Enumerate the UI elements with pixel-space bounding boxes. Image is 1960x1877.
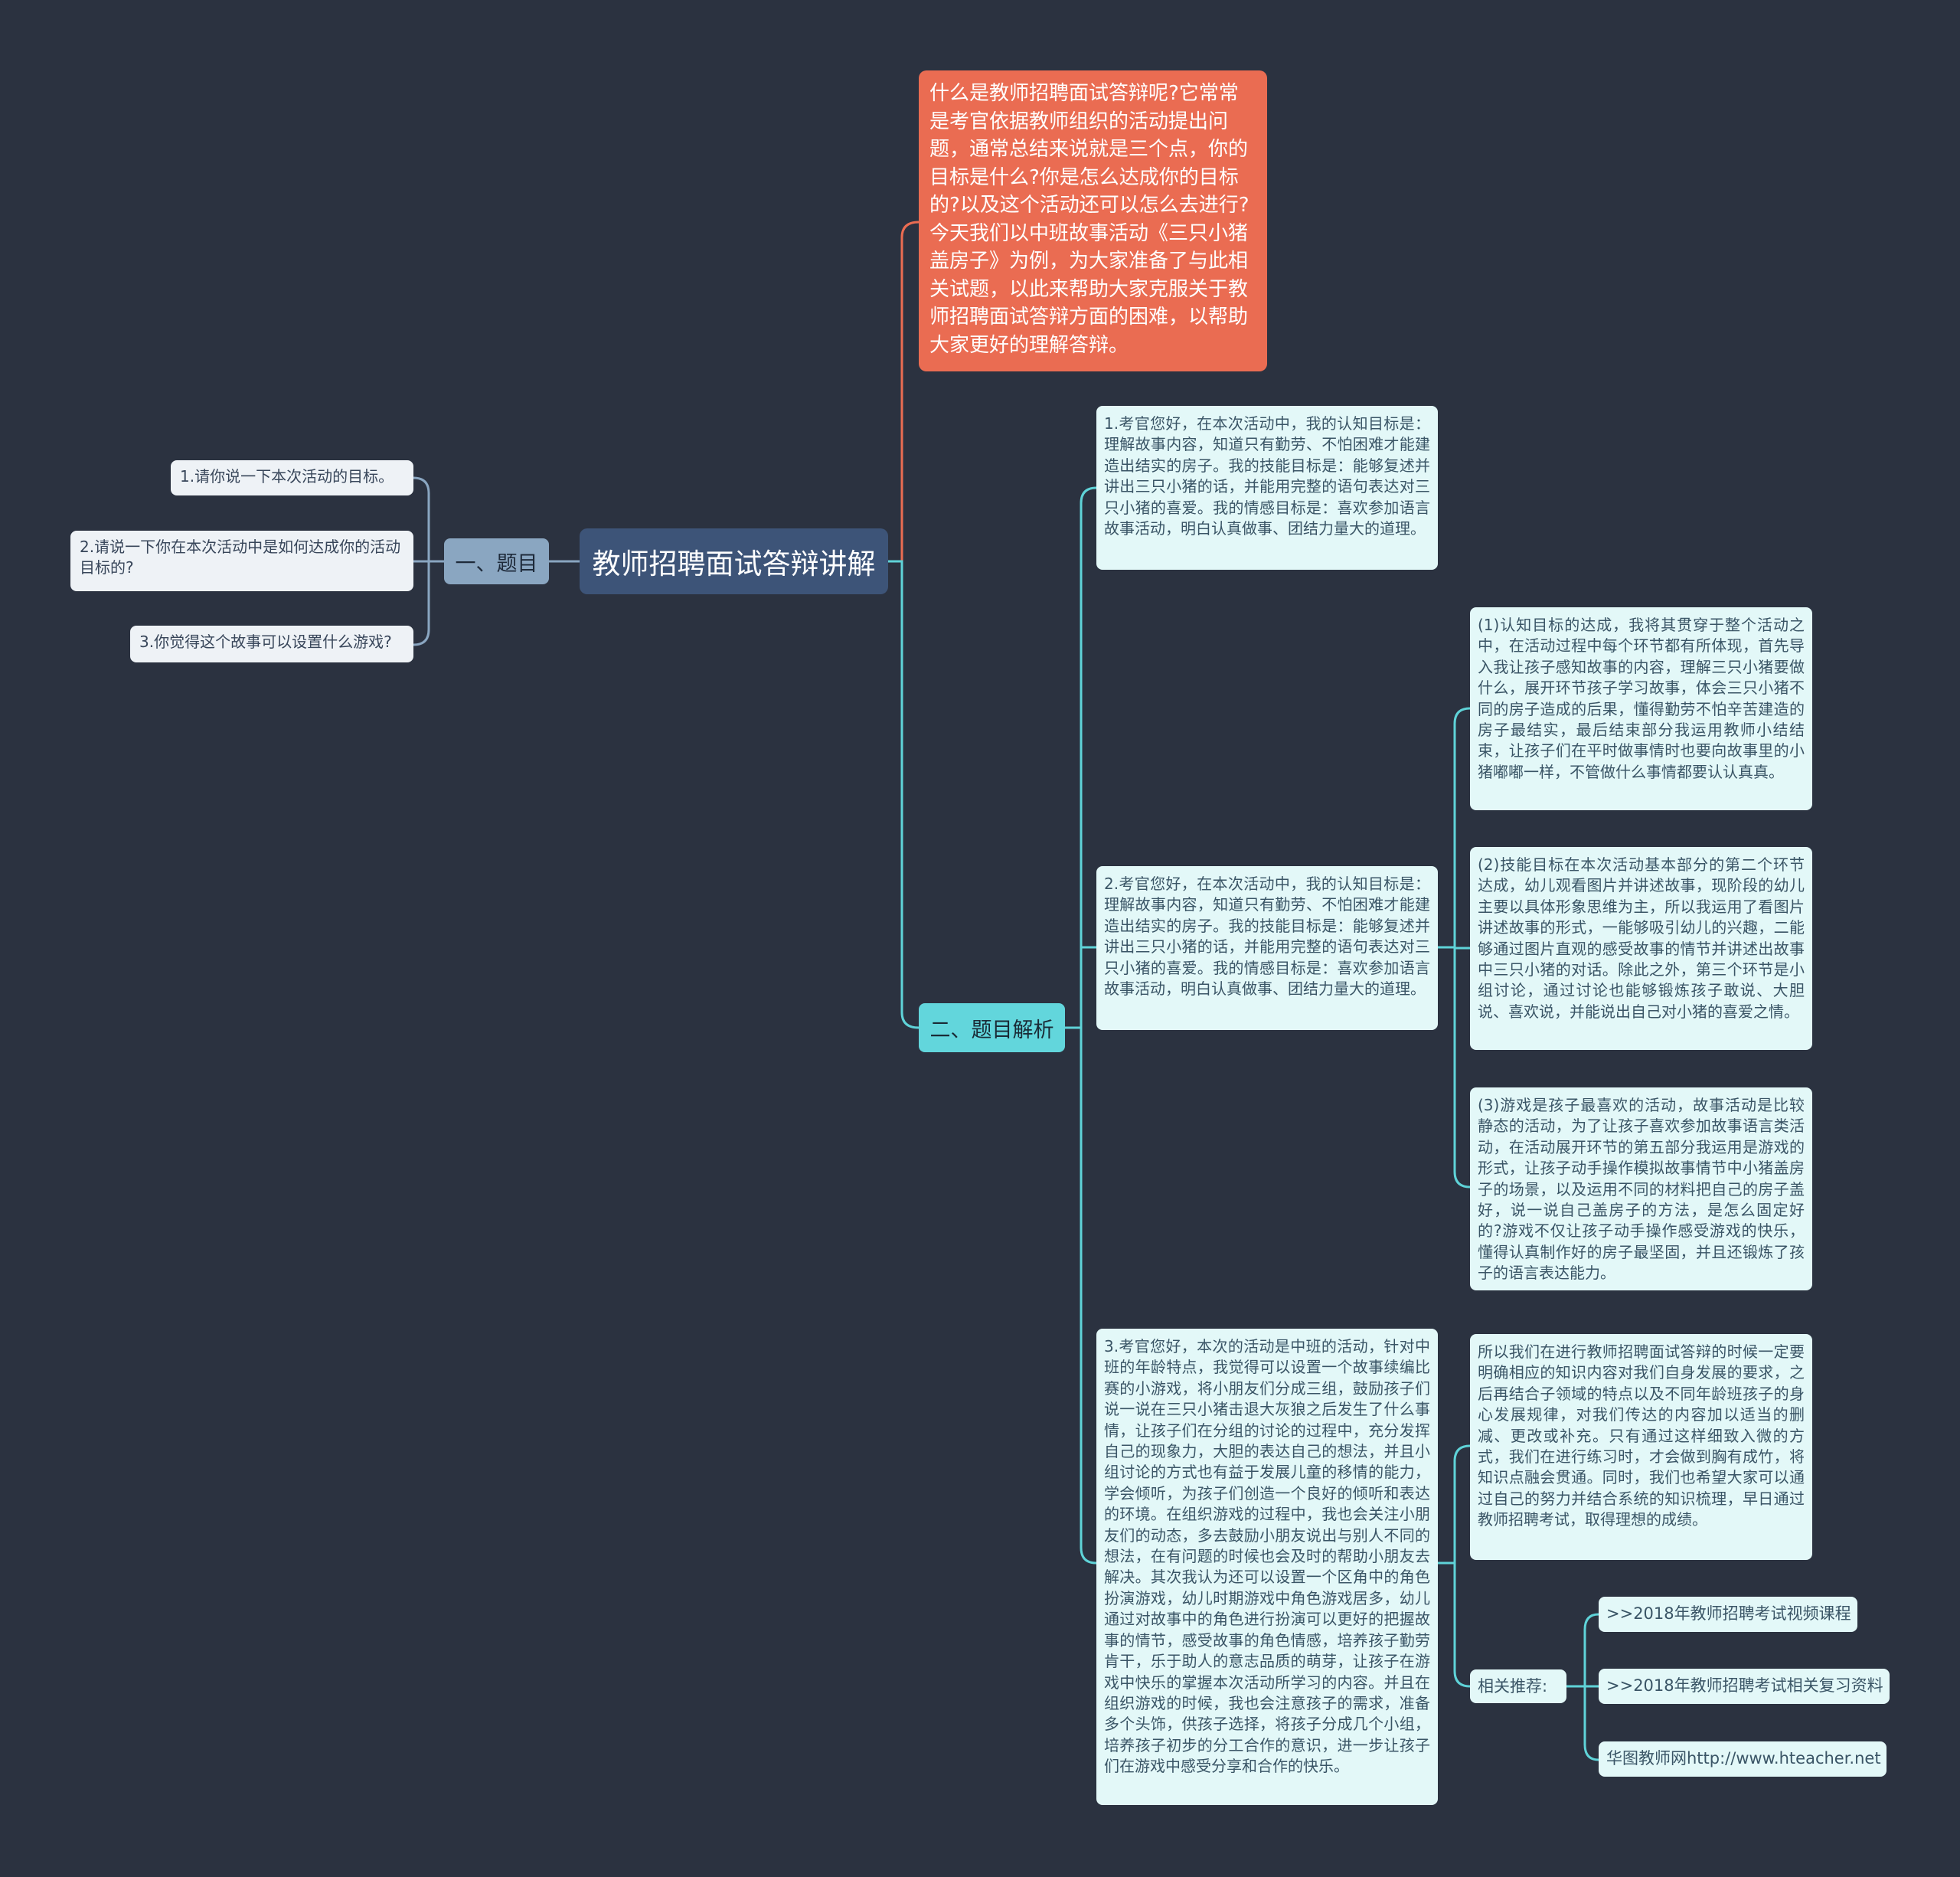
related-link-3[interactable]: 华图教师网http://www.hteacher.net (1599, 1741, 1886, 1777)
summary-node[interactable]: 所以我们在进行教师招聘面试答辩的时候一定要明确相应的知识内容对我们自身发展的要求… (1470, 1334, 1812, 1560)
related-link-1[interactable]: >>2018年教师招聘考试视频课程 (1599, 1597, 1857, 1632)
related-label-text: 相关推荐: (1478, 1677, 1548, 1696)
answer-2[interactable]: 2.考官您好，在本次活动中，我的认知目标是：理解故事内容，知道只有勤劳、不怕困难… (1096, 866, 1438, 1030)
intro-text: 什么是教师招聘面试答辩呢?它常常是考官依据教师组织的活动提出问题，通常总结来说就… (929, 82, 1250, 357)
root-title: 教师招聘面试答辩讲解 (592, 548, 876, 580)
related-link-3-text: 华图教师网http://www.hteacher.net (1606, 1749, 1881, 1767)
related-link-1-text: >>2018年教师招聘考试视频课程 (1606, 1604, 1851, 1623)
answer-1-text: 1.考官您好，在本次活动中，我的认知目标是：理解故事内容，知道只有勤劳、不怕困难… (1104, 414, 1430, 538)
answer-2-detail-3-text: (3)游戏是孩子最喜欢的活动，故事活动是比较静态的活动，为了让孩子喜欢参加故事语… (1478, 1096, 1805, 1283)
branch-questions-label: 一、题目 (455, 551, 538, 576)
related-link-2[interactable]: >>2018年教师招聘考试相关复习资料 (1599, 1669, 1890, 1704)
branch-analysis[interactable]: 二、题目解析 (919, 1003, 1065, 1052)
answer-3-text: 3.考官您好，本次的活动是中班的活动，针对中班的年龄特点，我觉得可以设置一个故事… (1104, 1337, 1430, 1776)
related-link-2-text: >>2018年教师招聘考试相关复习资料 (1606, 1676, 1883, 1695)
branch-analysis-label: 二、题目解析 (929, 1018, 1054, 1042)
answer-2-detail-2[interactable]: (2)技能目标在本次活动基本部分的第二个环节达成，幼儿观看图片并讲述故事，现阶段… (1470, 847, 1812, 1050)
answer-2-detail-1[interactable]: (1)认知目标的达成，我将其贯穿于整个活动之中，在活动过程中每个环节都有所体现，… (1470, 607, 1812, 810)
question-2[interactable]: 2.请说一下你在本次活动中是如何达成你的活动目标的? (70, 531, 413, 591)
intro-node[interactable]: 什么是教师招聘面试答辩呢?它常常是考官依据教师组织的活动提出问题，通常总结来说就… (919, 70, 1267, 371)
answer-2-text: 2.考官您好，在本次活动中，我的认知目标是：理解故事内容，知道只有勤劳、不怕困难… (1104, 875, 1430, 999)
answer-1[interactable]: 1.考官您好，在本次活动中，我的认知目标是：理解故事内容，知道只有勤劳、不怕困难… (1096, 406, 1438, 570)
question-1-text: 1.请你说一下本次活动的目标。 (180, 467, 394, 486)
answer-2-detail-3[interactable]: (3)游戏是孩子最喜欢的活动，故事活动是比较静态的活动，为了让孩子喜欢参加故事语… (1470, 1087, 1812, 1290)
question-1[interactable]: 1.请你说一下本次活动的目标。 (171, 460, 413, 495)
branch-questions[interactable]: 一、题目 (444, 538, 549, 584)
related-label[interactable]: 相关推荐: (1470, 1669, 1566, 1703)
root-node[interactable]: 教师招聘面试答辩讲解 (580, 528, 888, 594)
answer-2-detail-1-text: (1)认知目标的达成，我将其贯穿于整个活动之中，在活动过程中每个环节都有所体现，… (1478, 616, 1805, 781)
answer-3[interactable]: 3.考官您好，本次的活动是中班的活动，针对中班的年龄特点，我觉得可以设置一个故事… (1096, 1329, 1438, 1805)
question-3-text: 3.你觉得这个故事可以设置什么游戏? (139, 633, 392, 651)
answer-2-detail-2-text: (2)技能目标在本次活动基本部分的第二个环节达成，幼儿观看图片并讲述故事，现阶段… (1478, 855, 1805, 1021)
summary-text: 所以我们在进行教师招聘面试答辩的时候一定要明确相应的知识内容对我们自身发展的要求… (1478, 1342, 1805, 1529)
question-3[interactable]: 3.你觉得这个故事可以设置什么游戏? (130, 626, 413, 662)
question-2-text: 2.请说一下你在本次活动中是如何达成你的活动目标的? (80, 538, 401, 577)
